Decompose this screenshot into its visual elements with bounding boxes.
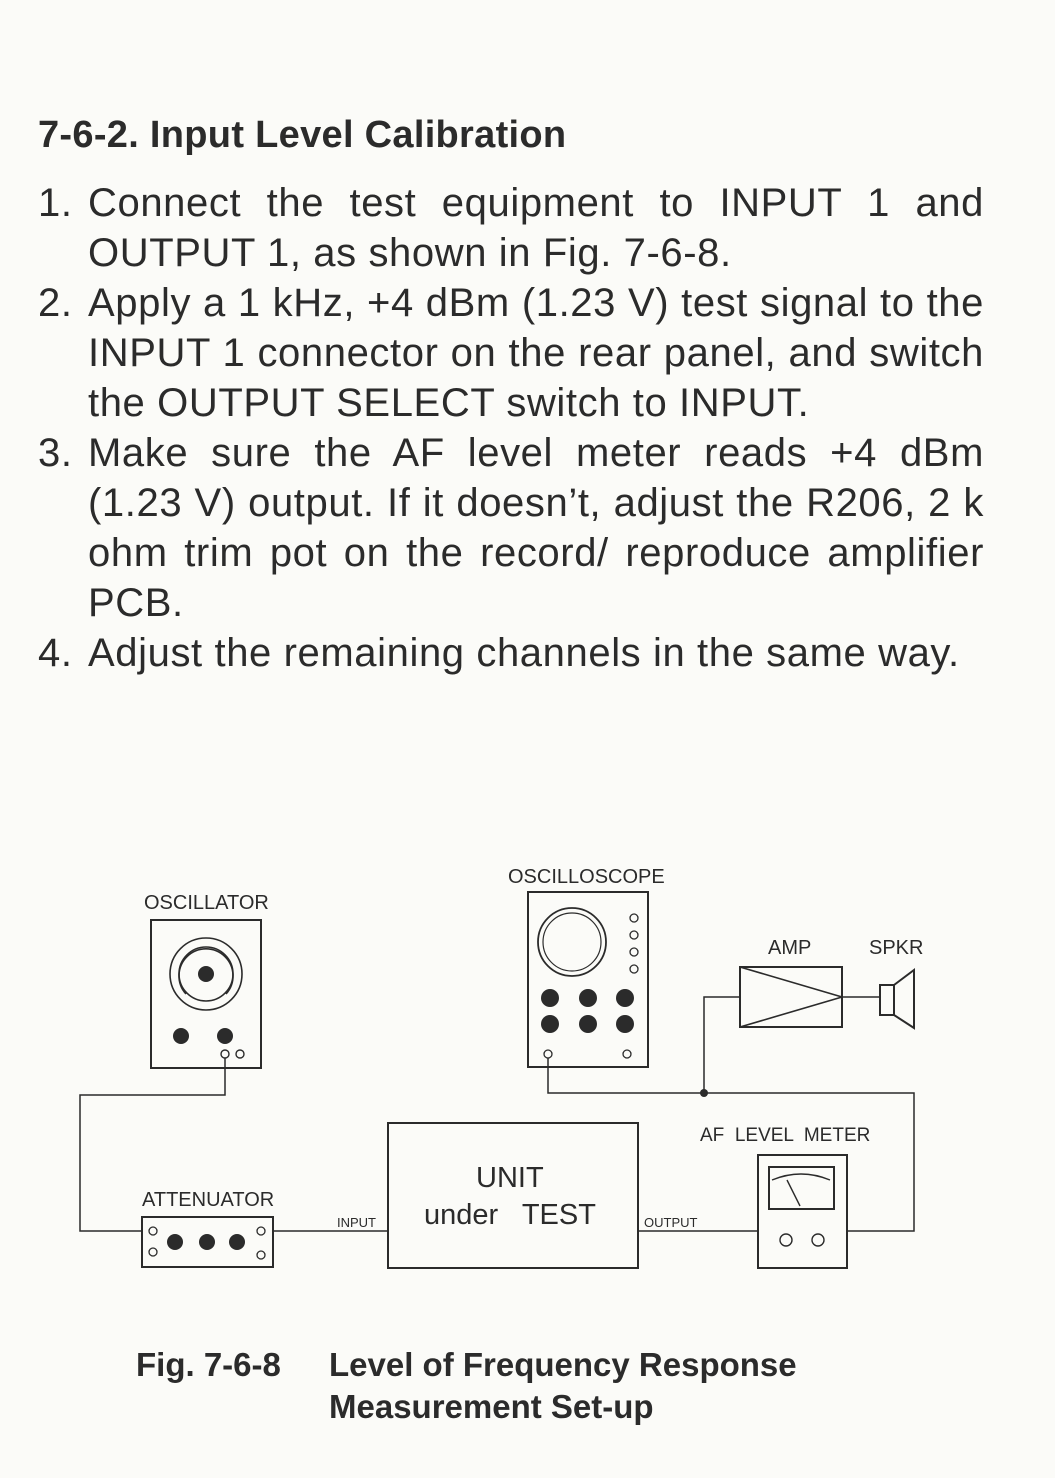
wiring: [79, 996, 915, 1232]
step-2: 2. Apply a 1 kHz, +4 dBm (1.23 V) test s…: [38, 278, 984, 428]
speaker: [879, 968, 915, 1030]
amp-label: AMP: [768, 937, 811, 959]
step-3: 3. Make sure the AF level meter reads +4…: [38, 428, 984, 628]
step-1: 1. Connect the test equipment to INPUT 1…: [38, 178, 984, 278]
section-title: 7-6-2. Input Level Calibration: [38, 114, 567, 156]
step-number: 1.: [38, 181, 73, 225]
input-label: INPUT: [337, 1215, 376, 1230]
step-number: 4.: [38, 631, 73, 675]
figure-title-line2: Measurement Set-up: [329, 1388, 654, 1425]
af-level-meter: [757, 1154, 848, 1269]
step-text: Make sure the AF level meter reads +4 dB…: [88, 431, 984, 625]
unit-label-line1: UNIT: [476, 1162, 544, 1194]
step-number: 2.: [38, 281, 73, 325]
figure-number: Fig. 7-6-8: [136, 1346, 281, 1383]
unit-label-line2: under TEST: [424, 1199, 596, 1231]
unit-under-test: [387, 1122, 639, 1269]
figure-title: Level of Frequency Response Measurement …: [329, 1344, 889, 1428]
measurement-setup-diagram: OSCILLATOR OSCILLOSCOPE AMP SPKR ATTENUA…: [79, 866, 923, 1269]
step-text: Connect the test equipment to INPUT 1 an…: [88, 181, 984, 275]
attenuator: [141, 1216, 274, 1268]
spkr-label: SPKR: [869, 937, 923, 959]
step-4: 4. Adjust the remaining channels in the …: [38, 628, 984, 678]
step-text: Adjust the remaining channels in the sam…: [88, 631, 960, 675]
junction-dot: [700, 1089, 708, 1097]
oscillator-label: OSCILLATOR: [144, 892, 269, 914]
oscilloscope-label: OSCILLOSCOPE: [508, 866, 665, 888]
step-number: 3.: [38, 431, 73, 475]
oscilloscope: [527, 891, 649, 1068]
step-text: Apply a 1 kHz, +4 dBm (1.23 V) test sign…: [88, 281, 984, 425]
amplifier: [739, 966, 845, 1028]
oscillator: [150, 919, 262, 1069]
figure-title-line1: Level of Frequency Response: [329, 1346, 797, 1383]
calibration-steps: 1. Connect the test equipment to INPUT 1…: [38, 178, 984, 678]
attenuator-label: ATTENUATOR: [142, 1189, 274, 1211]
af-meter-label: AF LEVEL METER: [700, 1125, 870, 1146]
output-label: OUTPUT: [644, 1215, 698, 1230]
